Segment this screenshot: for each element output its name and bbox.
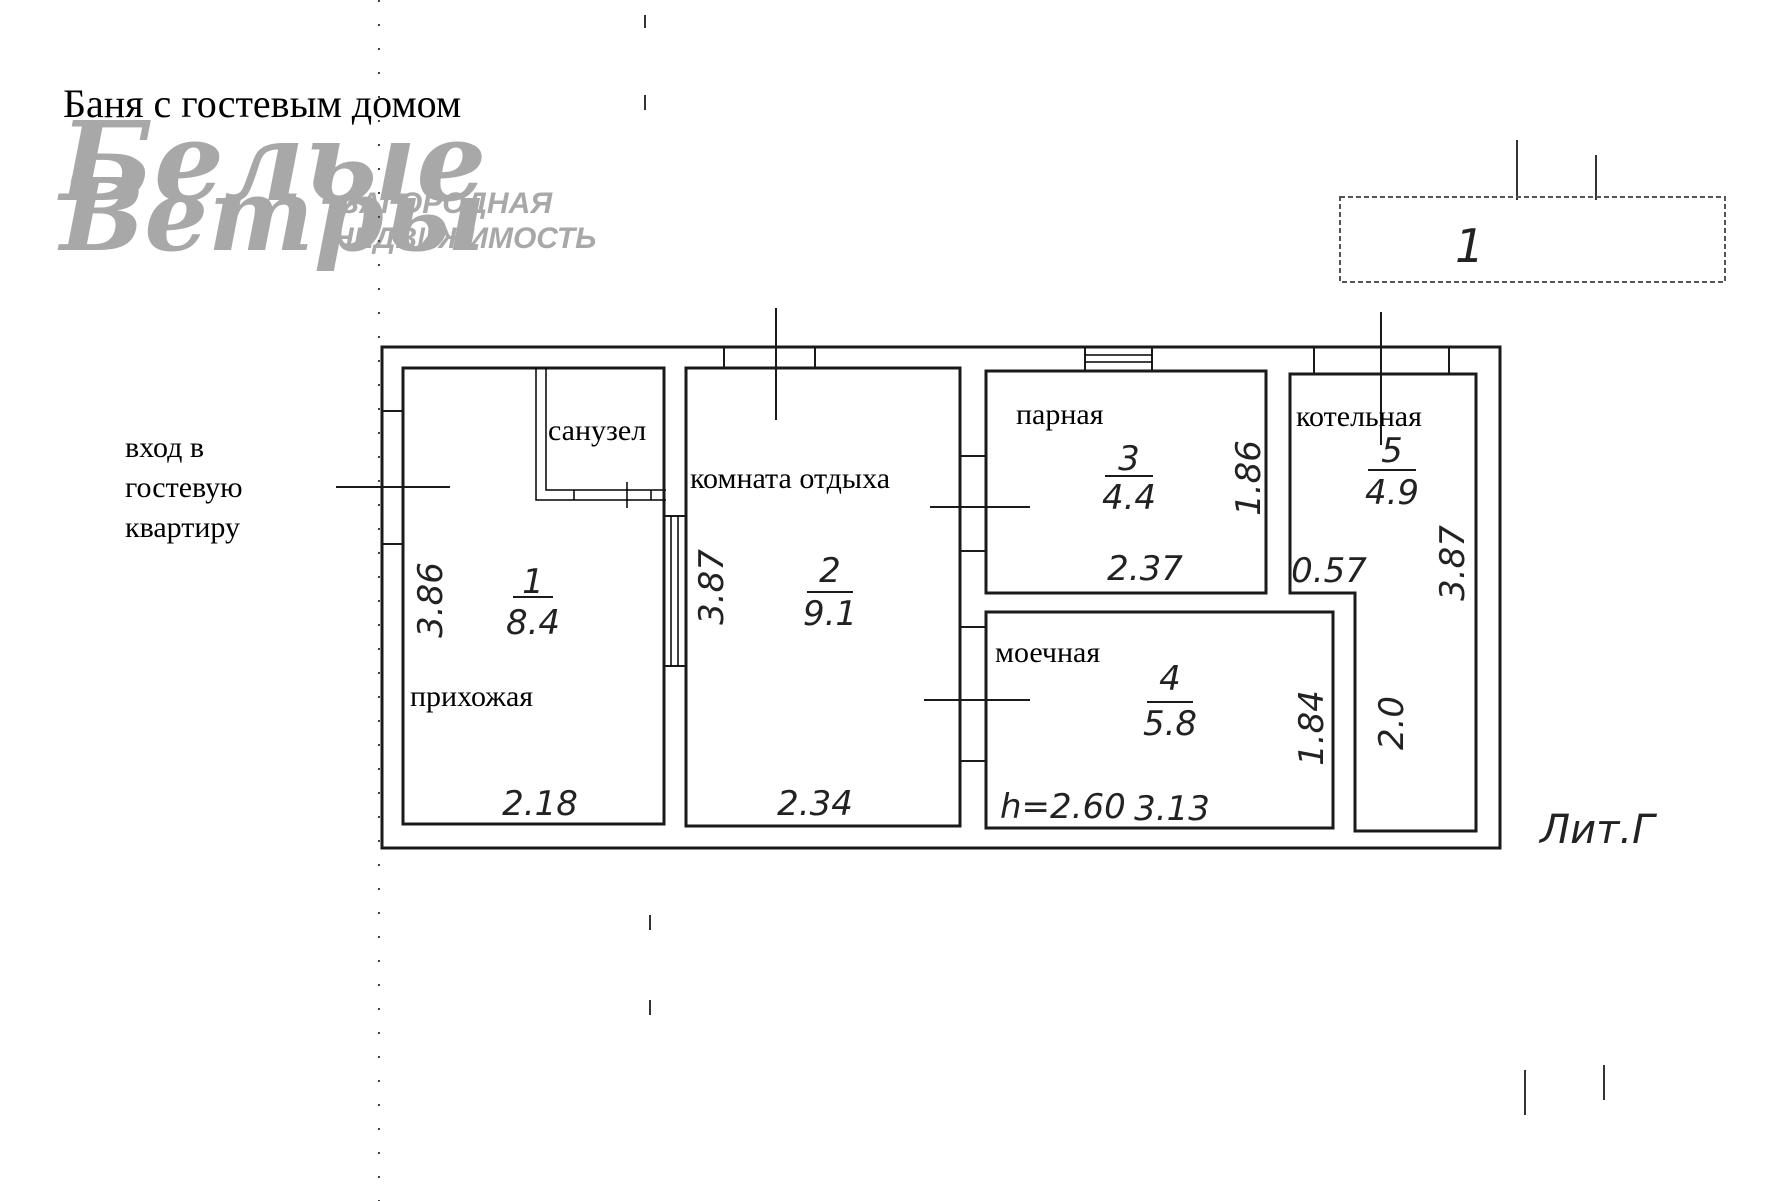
stamp-box: 1 xyxy=(1339,196,1726,283)
ceiling-height: h=2.60 xyxy=(1000,787,1126,827)
room-area: 8.4 xyxy=(506,603,560,643)
watermark-sub2: НЕДВИЖИМОСТЬ xyxy=(332,222,596,255)
room-3-steam-room xyxy=(984,369,1268,595)
outer-wall xyxy=(380,345,1502,850)
room-3-fraction: 3 4.4 xyxy=(1102,439,1156,518)
room-2-fraction: 2 9.1 xyxy=(803,551,857,634)
stamp-number: 1 xyxy=(1455,219,1484,273)
room-label-bathroom: санузел xyxy=(548,414,646,447)
watermark-sub1: ЗАГОРОДНАЯ xyxy=(340,187,553,220)
dim-room-1-height: 3.86 xyxy=(411,562,451,638)
room-label-4: моечная xyxy=(995,636,1100,669)
dim-room-2-width: 2.34 xyxy=(777,784,853,824)
dim-room-5-width: 0.57 xyxy=(1291,551,1367,591)
room-number: 4 xyxy=(1159,659,1181,699)
dim-room-3-width: 2.37 xyxy=(1107,549,1183,589)
room-number: 1 xyxy=(522,562,544,602)
dim-room-2-height: 3.87 xyxy=(692,549,732,625)
room-label-3: парная xyxy=(1016,398,1104,431)
window-hatched xyxy=(1084,347,1153,370)
room-area: 4.9 xyxy=(1365,473,1419,513)
watermark-line1: Белые xyxy=(57,97,486,226)
dim-room-3-height: 1.86 xyxy=(1229,440,1269,516)
room-5-fraction: 5 4.9 xyxy=(1365,431,1419,513)
room-label-5: котельная xyxy=(1296,400,1422,433)
dim-room-5-inner: 2.0 xyxy=(1372,696,1412,750)
dim-room-1-width: 2.18 xyxy=(502,784,578,824)
watermark-line2: Ветры xyxy=(57,156,486,274)
bathroom xyxy=(535,368,666,508)
room-number: 3 xyxy=(1118,439,1140,479)
room-area: 5.8 xyxy=(1143,704,1197,744)
room-label-2: комната отдыха xyxy=(690,462,890,495)
room-4-washroom xyxy=(984,610,1335,830)
dim-room-4-width: 3.13 xyxy=(1134,789,1210,829)
dim-room-4-height: 1.84 xyxy=(1292,690,1332,766)
room-5-boiler-room xyxy=(1288,372,1478,833)
entrance-label-3: квартиру xyxy=(125,511,240,544)
room-area: 9.1 xyxy=(803,594,857,634)
room-label-1: прихожая xyxy=(410,680,533,713)
door-1-2 xyxy=(664,515,686,667)
litera-label: Лит.Г xyxy=(1538,807,1657,853)
room-1-hallway xyxy=(401,366,666,826)
page-title: Баня с гостевым домом xyxy=(63,81,461,126)
dim-room-5-height: 3.87 xyxy=(1433,525,1473,601)
watermark-logo: Белые Ветры ЗАГОРОДНАЯ НЕДВИЖИМОСТЬ xyxy=(57,97,596,274)
entrance-label-1: вход в xyxy=(125,431,204,464)
room-1-fraction: 1 8.4 xyxy=(506,562,560,643)
room-2-lounge xyxy=(684,366,962,828)
room-area: 4.4 xyxy=(1102,478,1156,518)
entrance-label-2: гостевую xyxy=(125,471,243,504)
room-number: 2 xyxy=(819,551,841,591)
room-4-fraction: 4 5.8 xyxy=(1143,659,1197,744)
room-number: 5 xyxy=(1381,431,1403,471)
